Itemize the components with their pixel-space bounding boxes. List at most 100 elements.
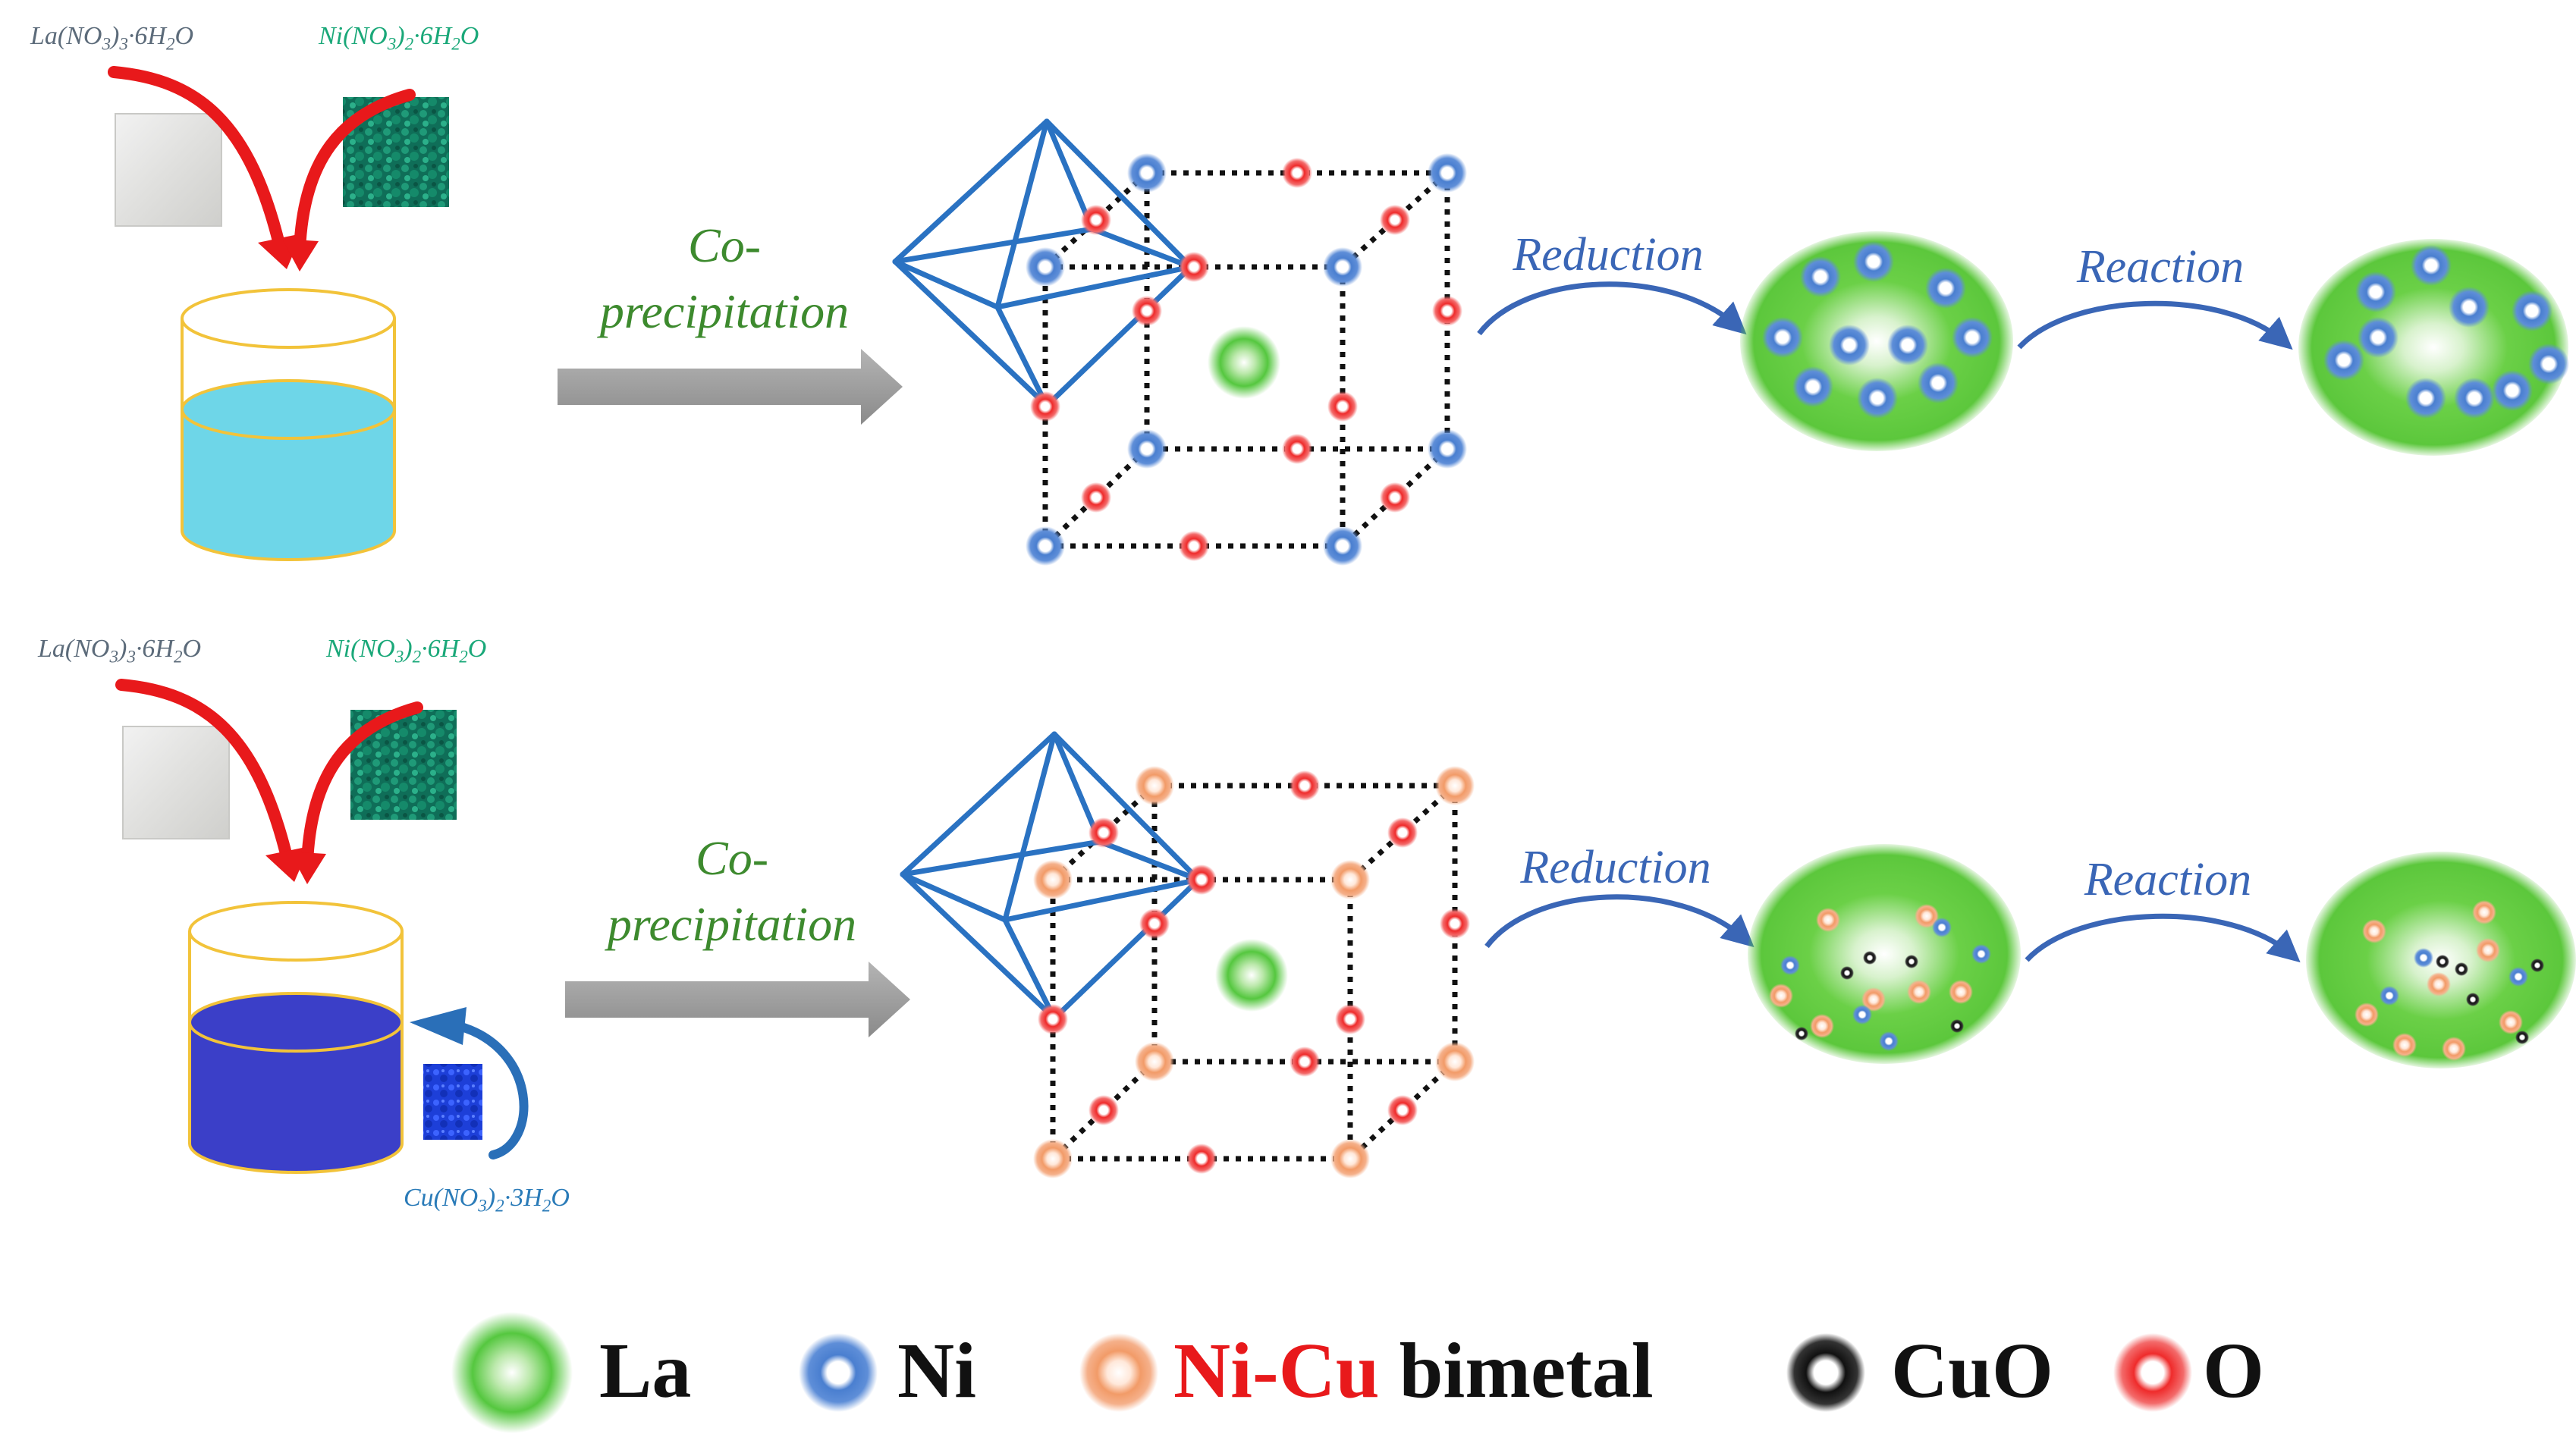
nicu-particle: [2442, 1037, 2466, 1061]
octahedron-edge: [892, 259, 1050, 409]
perovskite-lattice: [900, 731, 1475, 1178]
ni-particle: [2358, 317, 2399, 358]
legend-item-ni: Ni: [799, 1327, 976, 1414]
perovskite-lattice: [892, 118, 1467, 566]
ni-particle: [1829, 325, 1870, 366]
octahedron: [900, 731, 1202, 1021]
oxygen-atom: [1038, 1004, 1068, 1034]
reaction-arrow: [2025, 913, 2301, 963]
octahedron-edge: [892, 226, 1095, 265]
formula-part: La(NO: [37, 635, 109, 663]
oxygen-atom: [1290, 770, 1320, 801]
oxygen-atom: [1335, 1004, 1365, 1034]
legend-label: La: [599, 1327, 691, 1414]
beaker: [188, 901, 404, 1174]
octahedron-edge: [892, 259, 1001, 310]
reduced-catalyst: [1740, 231, 2013, 451]
ni-particle: [1792, 366, 1833, 407]
octahedron-edge: [900, 731, 1057, 877]
octahedron-edge: [900, 871, 1008, 923]
step-1-label: Reduction: [1519, 842, 1711, 893]
cu-nitrate-powder: [423, 1064, 482, 1140]
legend-label: CuO: [1891, 1327, 2053, 1414]
octahedron-edge: [994, 118, 1050, 310]
process-label-line1: Co-: [688, 218, 761, 272]
cuo-particle: [1795, 1027, 1808, 1040]
oxygen-atom: [1139, 908, 1170, 939]
cuo-particle: [1863, 951, 1877, 965]
octahedron-edge: [900, 871, 1057, 1021]
formula-part: ·6H: [413, 22, 454, 50]
legend-swatch: [451, 1312, 573, 1433]
la-nitrate-powder: [122, 726, 230, 839]
formula-part: ·6H: [136, 635, 176, 663]
reagent-la-label: La(NO3)3·6H2O: [37, 635, 201, 667]
nicu-particle: [1907, 980, 1931, 1004]
octahedron-edge: [994, 304, 1050, 409]
nicu-particle: [1810, 1014, 1834, 1038]
octahedron-edge: [1044, 118, 1194, 270]
formula-part: 2: [413, 647, 422, 667]
octahedron-edge: [1089, 226, 1194, 270]
step-2-label: Reaction: [2084, 854, 2251, 905]
nicu-particle: [1816, 908, 1840, 932]
formula-part: Cu(NO: [404, 1184, 478, 1212]
cuo-particle: [2466, 993, 2480, 1006]
reagent-ni-label: Ni(NO3)2·6H2O: [318, 22, 479, 54]
blue-arrow: [454, 1021, 529, 1159]
metal-atom: [1135, 766, 1174, 805]
legend-swatch: [1079, 1333, 1158, 1412]
nicu-particle: [2427, 972, 2451, 996]
metal-atom: [1323, 247, 1362, 287]
formula-part: 2: [174, 647, 183, 667]
nicu-particle: [2355, 1003, 2379, 1027]
octahedron-edge: [1002, 877, 1202, 923]
solution: [190, 1022, 402, 1172]
spent-catalyst: [2306, 852, 2576, 1068]
red-arrow-left: [115, 679, 294, 869]
reduction-arrow: [1477, 281, 1747, 336]
cuo-particle: [2530, 959, 2544, 972]
process-label-line2: precipitation: [605, 897, 856, 951]
red-arrow-right: [294, 89, 416, 256]
octahedron-edge: [1097, 839, 1202, 883]
metal-atom: [1330, 1139, 1370, 1178]
oxygen-atom: [1081, 482, 1111, 513]
oxygen-atom: [1380, 205, 1410, 235]
octahedron-edge: [900, 839, 1103, 877]
legend-label: Ni-Cu bimetal: [1173, 1327, 1654, 1414]
formula-part: O: [183, 635, 202, 663]
cuo-particle: [2436, 955, 2449, 968]
cuo-particle: [1950, 1019, 1964, 1033]
la-atom: [1208, 326, 1280, 399]
ni-particle: [1853, 241, 1894, 282]
metal-atom: [1026, 247, 1065, 287]
formula-part: ): [117, 635, 127, 663]
legend-item-cuo: CuO: [1786, 1327, 2053, 1414]
octahedron-edge: [892, 118, 1050, 265]
red-arrow-left: [108, 66, 287, 256]
formula-part: 3: [108, 647, 118, 667]
ni-particle: [2528, 344, 2569, 384]
process-arrow: [558, 349, 903, 425]
ni-particle: [1952, 317, 1993, 358]
la2o3-support: [1748, 844, 2021, 1064]
formula-part: 2: [405, 34, 414, 54]
ni-particle: [1800, 256, 1841, 297]
la-atom: [1215, 939, 1288, 1012]
formula-part: ): [485, 1184, 495, 1212]
formula-part: ): [109, 22, 119, 50]
spent-catalyst: [2298, 239, 2569, 456]
reaction-arrow: [2017, 300, 2293, 350]
step-2-label: Reaction: [2076, 241, 2244, 293]
legend-label-red: Ni-Cu: [1173, 1327, 1380, 1414]
metal-atom: [1026, 526, 1065, 566]
oxygen-atom: [1089, 817, 1119, 848]
octahedron-edge: [1002, 731, 1057, 923]
oxygen-atom: [1282, 434, 1312, 464]
octahedron-edge: [994, 264, 1194, 310]
oxygen-atom: [1186, 1144, 1217, 1174]
